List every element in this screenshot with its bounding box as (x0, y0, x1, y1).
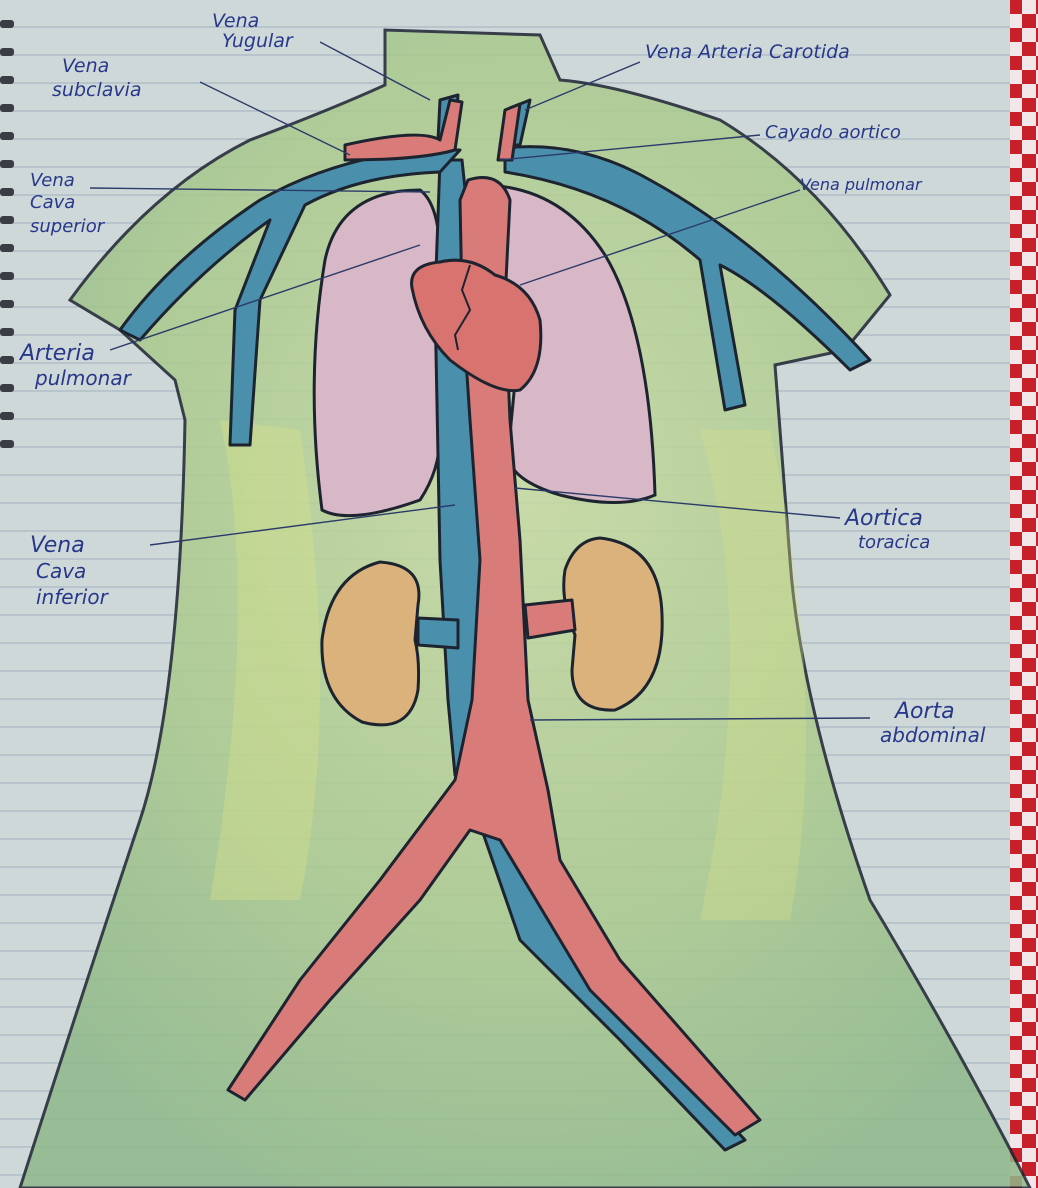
label-vena-cava-superior-line-2: Cava (30, 192, 75, 213)
label-vena-cava-superior-line-3: superior (30, 216, 106, 237)
label-vena-subclavia-line-1: Vena (62, 55, 109, 77)
label-vena-cava-inferior-line-1: Vena (30, 533, 85, 558)
label-vena-cava-superior-line-1: Vena (30, 170, 75, 191)
label-vena-pulmonar: Vena pulmonar (800, 175, 923, 194)
label-vena-cava-inferior-line-2: Cava (36, 559, 86, 583)
right-kidney (564, 538, 662, 710)
label-aorta-abdominal-line-2: abdominal (880, 723, 986, 747)
renal-vein-path (418, 618, 458, 648)
label-vena-subclavia-line-2: subclavia (52, 79, 142, 101)
label-aortica-toracica-line-2: toracica (858, 532, 930, 553)
label-vena-cava-inferior-line-3: inferior (36, 585, 110, 609)
label-aorta-abdominal-line-1: Aorta (893, 699, 955, 724)
renal-artery-path (525, 600, 575, 638)
label-vena-yugular-line-1: Vena (212, 10, 259, 32)
label-cayado-aortico: Cayado aortico (765, 122, 901, 143)
label-arteria-pulmonar-line-2: pulmonar (34, 366, 133, 390)
left-lung (314, 190, 440, 516)
label-vena-yugular-line-2: Yugular (222, 30, 294, 52)
label-arteria-pulmonar-line-1: Arteria (18, 341, 95, 366)
label-aortica-toracica-line-1: Aortica (843, 506, 923, 531)
label-vena-arteria-carotida: Vena Arteria Carotida (645, 41, 850, 63)
